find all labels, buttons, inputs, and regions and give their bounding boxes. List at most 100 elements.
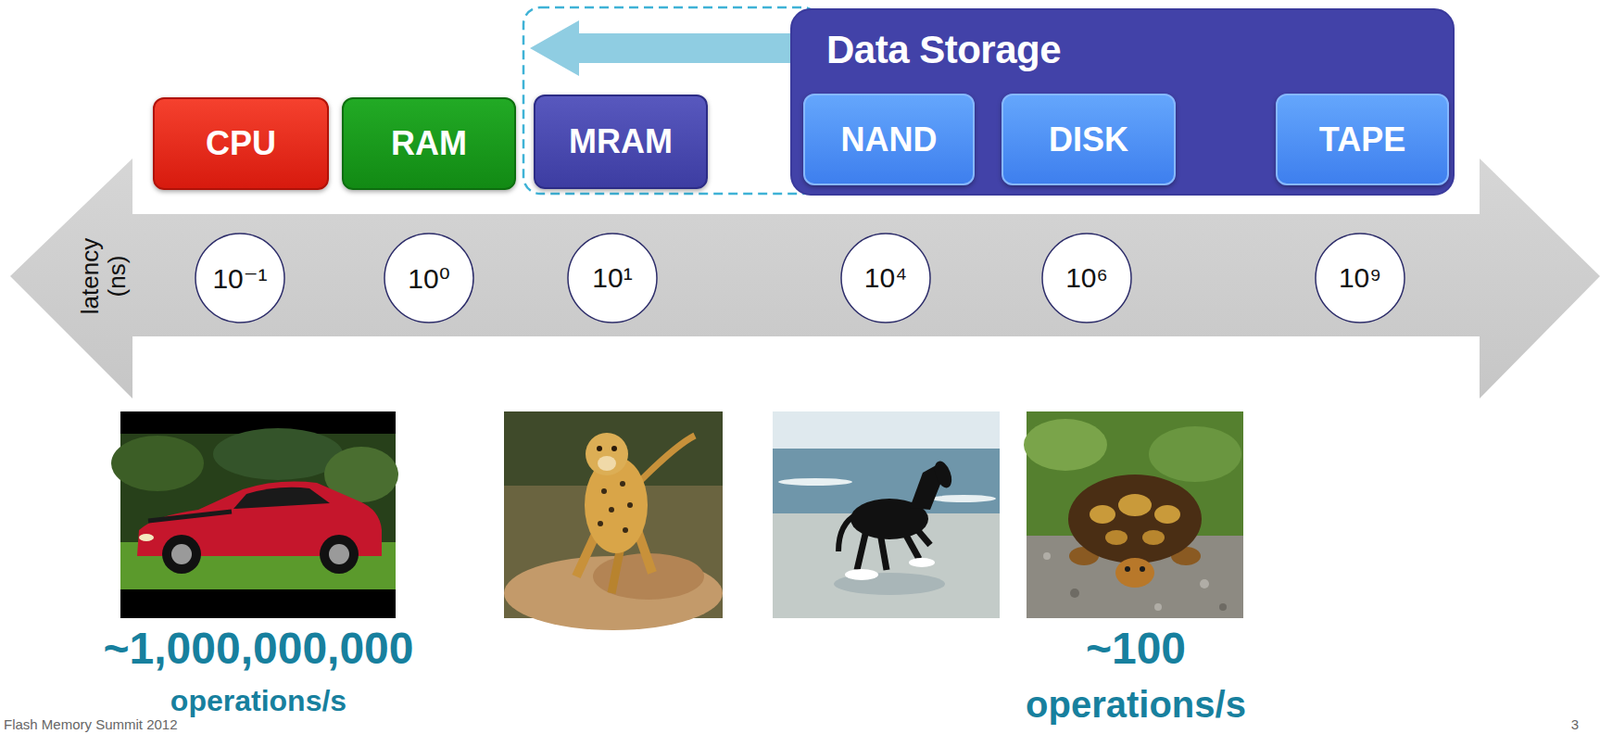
illustration-circle [622,527,629,533]
illustration-ellipse [1115,557,1155,588]
throughput-unit-holder: operations/s [1025,683,1247,725]
footer-text-holder: Flash Memory Summit 2012 [3,717,178,733]
circle-outline [195,233,285,323]
latency-text: 10⁶ [1065,262,1109,294]
circle-outline [384,233,474,323]
illustration-circle [585,432,629,476]
illustration-path [148,511,232,521]
illustration-circle [597,520,604,527]
latency-text: 10⁰ [407,262,450,295]
illustration-ellipse [931,458,955,491]
axis-arrow [10,158,1600,399]
illustration-ellipse [213,428,343,480]
axis-title: latency (ns) [76,229,130,323]
throughput-value-holder: ~1,000,000,000 [103,624,415,674]
box-label: CPU [205,124,277,164]
illustration-circle [1124,566,1131,572]
illustration-circle [601,488,607,494]
page-number-holder: 3 [1571,717,1579,733]
cheetah-photo [503,411,723,630]
ram-box: RAM [341,97,517,190]
latency-text: 10⁻¹ [212,262,267,295]
illustration-path [639,435,695,482]
illustration-path [233,487,330,509]
cpu-box: CPU [152,97,329,190]
latency-value: 10¹ [566,231,659,325]
migration-arrow [529,20,816,76]
axis-label-holder: latency (ns) [76,229,130,323]
illustration-ellipse [1023,418,1108,471]
turtle-photo [1023,411,1244,618]
latency-axis: latency (ns) 10⁻¹ 10⁰ 10¹ 10⁴ 10⁶ 10⁹ [0,158,1600,399]
illustration-ellipse [111,435,204,492]
illustration-circle [1219,603,1227,611]
circle-outline [1315,233,1405,323]
box-label: DISK [1048,120,1129,160]
box-label: NAND [841,120,938,160]
illustration-circle [162,534,202,574]
illustration-ellipse [1068,474,1202,564]
latency-value: 10⁰ [382,231,476,325]
illustration-circle [319,534,359,574]
illustration-circle [1139,566,1146,572]
illustration-circle [619,480,626,487]
latency-value: 10⁴ [839,231,933,325]
illustration-ellipse [1142,529,1165,545]
footer-text: Flash Memory Summit 2012 [3,717,178,733]
storage-group: Data StorageNAND DISK TAPE [790,8,1455,196]
throughput-unit-holder: operations/s [170,684,347,718]
illustration-circle [1154,603,1162,611]
latency-text: 10¹ [592,262,632,294]
horse-photo [772,411,1000,618]
box-label: RAM [390,124,467,164]
illustration-ellipse [1089,504,1116,524]
page-number: 3 [1571,717,1579,733]
illustration-circle [1043,552,1051,560]
throughput-value: ~100 [1085,624,1186,674]
illustration-circle [171,543,192,565]
illustration-ellipse [1154,504,1181,524]
illustration-ellipse [138,533,154,542]
illustration-ellipse [597,455,617,471]
illustration-circle [1070,588,1080,598]
circle-outline [1042,233,1132,323]
box-label: MRAM [568,122,673,162]
latency-value: 10⁹ [1313,231,1407,325]
illustration-circle [608,506,615,513]
dashed-region [523,7,820,194]
group-title: Data Storage [826,27,1061,73]
throughput-value: ~1,000,000,000 [103,624,415,674]
throughput-unit: operations/s [170,684,347,718]
illustration-ellipse [1148,426,1242,482]
box-label: TAPE [1319,120,1406,160]
illustration-ellipse [908,557,935,567]
illustration-ellipse [778,478,853,486]
storage-box: NAND [803,93,975,186]
sports-car-photo [111,411,399,618]
illustration-rect [772,411,1000,618]
illustration-circle [596,445,603,452]
circle-outline [841,233,931,323]
illustration-line [856,529,867,570]
throughput-value-holder: ~100 [1085,624,1186,674]
illustration-circle [328,543,350,565]
illustration-circle [1199,579,1210,589]
illustration-ellipse [1105,529,1128,545]
illustration-ellipse [931,494,996,503]
illustration-ellipse [1118,493,1152,517]
storage-box: DISK [1001,93,1176,186]
illustration-rect [772,411,1000,449]
illustration-circle [627,502,633,508]
throughput-unit: operations/s [1025,683,1247,725]
latency-text: 10⁴ [864,262,908,294]
mram-box: MRAM [533,94,708,189]
illustration-ellipse [844,568,879,580]
latency-value: 10⁻¹ [193,231,287,325]
illustration-path [611,546,621,593]
illustration-circle [611,445,618,452]
circle-outline [567,233,657,323]
latency-value: 10⁶ [1040,231,1134,325]
storage-box: TAPE [1275,93,1449,186]
latency-text: 10⁹ [1338,262,1382,294]
